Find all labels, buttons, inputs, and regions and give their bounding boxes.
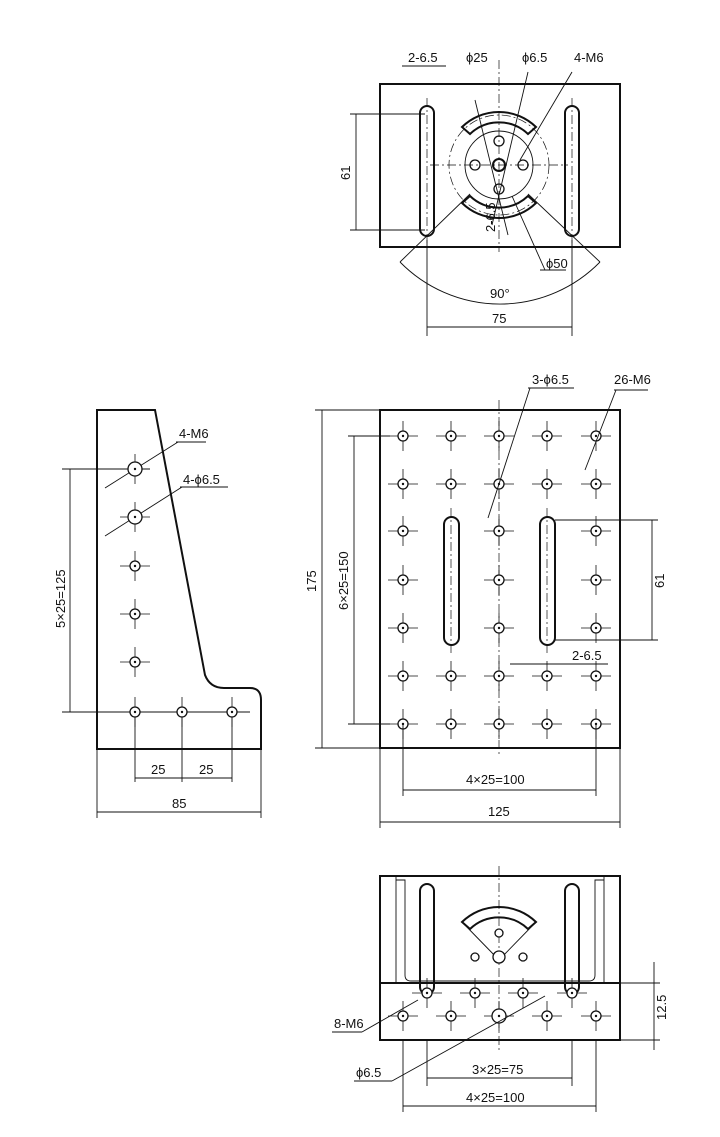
front-hole xyxy=(435,468,467,500)
bottom-slot-left xyxy=(419,883,435,995)
side-step2-label: 25 xyxy=(199,762,213,777)
bottom-hole xyxy=(387,1000,419,1032)
front-hole xyxy=(435,708,467,740)
front-hole xyxy=(580,420,612,452)
bottom-hole xyxy=(531,1000,563,1032)
side-view-outline xyxy=(96,409,262,750)
front-tapped-label: 26-M6 xyxy=(614,372,651,387)
front-hole xyxy=(580,468,612,500)
front-pitch-v-label: 6×25=150 xyxy=(336,551,351,610)
top-inner-label: 2-6.5 xyxy=(483,202,498,232)
bottom-hole xyxy=(435,1000,467,1032)
front-hole xyxy=(483,708,515,740)
front-hole xyxy=(580,660,612,692)
top-slot-width-label: 2-6.5 xyxy=(408,50,438,65)
top-tapped-label: 4-M6 xyxy=(574,50,604,65)
top-angle-label: 90° xyxy=(490,286,510,301)
front-hole xyxy=(531,420,563,452)
front-hole xyxy=(483,564,515,596)
front-hole xyxy=(387,515,419,547)
bottom-hole xyxy=(459,977,491,1009)
front-pitch-h-label: 4×25=100 xyxy=(466,772,525,787)
front-hole xyxy=(387,612,419,644)
front-hole xyxy=(531,468,563,500)
side-pitch-label: 5×25=125 xyxy=(53,569,68,628)
front-hole xyxy=(387,660,419,692)
top-pcd-label: ϕ50 xyxy=(546,256,568,271)
bottom-hole xyxy=(556,977,588,1009)
front-hole xyxy=(483,612,515,644)
side-hole xyxy=(119,696,151,728)
bottom-base-outline xyxy=(379,982,621,1041)
front-slot-spacing-label: 61 xyxy=(652,574,667,588)
front-hole xyxy=(580,612,612,644)
front-hole xyxy=(435,660,467,692)
front-hole xyxy=(387,420,419,452)
side-view: 4-M6 4-ϕ6.5 5×25=125 25 25 85 xyxy=(53,409,262,818)
bottom-view: 8-M6 ϕ6.5 12.5 3×25=75 4×25=100 xyxy=(332,866,669,1112)
side-hole xyxy=(119,598,151,630)
front-slot-left xyxy=(443,516,460,646)
bottom-pitch-a-label: 3×25=75 xyxy=(472,1062,523,1077)
bottom-tapped-label: 8-M6 xyxy=(334,1016,364,1031)
front-hole xyxy=(387,468,419,500)
bottom-hole xyxy=(507,977,539,1009)
side-hole xyxy=(119,646,151,678)
side-holes-label: 4-ϕ6.5 xyxy=(183,472,220,487)
bottom-hole xyxy=(580,1000,612,1032)
bottom-hole xyxy=(411,977,443,1009)
bottom-thickness-label: 12.5 xyxy=(654,995,669,1020)
front-slot-right xyxy=(539,516,556,646)
side-hole xyxy=(119,550,151,582)
front-hole xyxy=(483,515,515,547)
side-hole xyxy=(166,696,198,728)
bottom-hole-dia-label: ϕ6.5 xyxy=(356,1065,381,1080)
top-view: 2-6.5 ϕ25 ϕ6.5 4-M6 61 2-6.5 ϕ50 90° 75 xyxy=(338,50,621,336)
front-hole xyxy=(531,708,563,740)
bottom-pitch-b-label: 4×25=100 xyxy=(466,1090,525,1105)
front-view-outline xyxy=(379,409,621,749)
top-hole-dia-label: ϕ6.5 xyxy=(522,50,547,65)
side-hole xyxy=(119,501,151,533)
side-depth-label: 85 xyxy=(172,796,186,811)
front-width-label: 125 xyxy=(488,804,510,819)
front-hole xyxy=(435,420,467,452)
side-tapped-label: 4-M6 xyxy=(179,426,209,441)
front-hole xyxy=(483,420,515,452)
front-hole xyxy=(580,564,612,596)
side-hole xyxy=(216,696,248,728)
top-view-outline xyxy=(379,83,621,248)
top-width-label: 75 xyxy=(492,311,506,326)
side-hole xyxy=(119,453,151,485)
front-view: 3-ϕ6.5 26-M6 175 6×25=150 61 2-6.5 4×25=… xyxy=(304,372,667,828)
front-hole xyxy=(387,564,419,596)
front-hole xyxy=(483,660,515,692)
top-arc-slot-upper xyxy=(460,110,538,136)
front-hole xyxy=(580,515,612,547)
front-holes-label: 3-ϕ6.5 xyxy=(532,372,569,387)
side-step1-label: 25 xyxy=(151,762,165,777)
top-bore-label: ϕ25 xyxy=(466,50,488,65)
front-height-label: 175 xyxy=(304,570,319,592)
top-slot-spacing-label: 61 xyxy=(338,166,353,180)
front-slot-width-label: 2-6.5 xyxy=(572,648,602,663)
top-arc-slot-lower xyxy=(460,194,538,220)
bottom-slot-right xyxy=(564,883,580,995)
front-hole xyxy=(531,660,563,692)
